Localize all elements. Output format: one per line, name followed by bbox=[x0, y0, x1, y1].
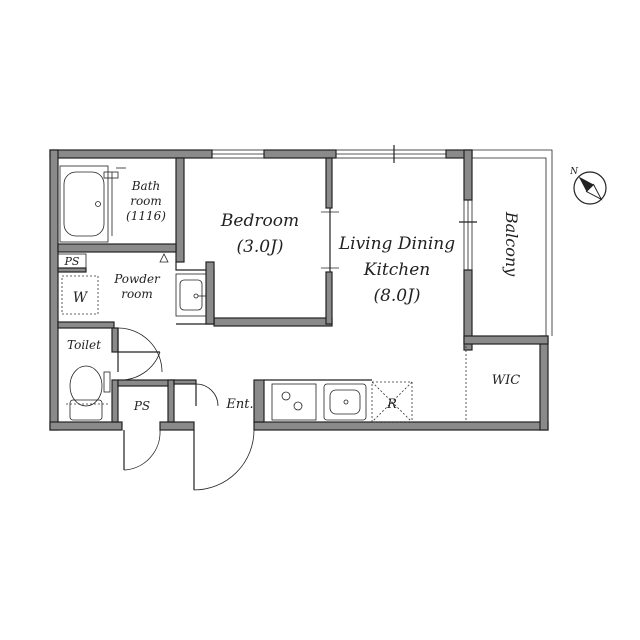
powder-label-line2: room bbox=[121, 287, 153, 301]
doors bbox=[117, 208, 467, 491]
balcony-label: Balcony bbox=[502, 211, 521, 277]
bath-label-line1: Bath bbox=[131, 179, 161, 193]
windows bbox=[211, 145, 477, 271]
fridge-label: R bbox=[386, 397, 397, 412]
ldk-label-line2: Kitchen bbox=[363, 260, 430, 280]
toilet-label: Toilet bbox=[67, 338, 101, 352]
compass-north-label: N bbox=[569, 167, 579, 177]
powder-fixtures bbox=[57, 253, 207, 317]
north-arrow-icon: N bbox=[569, 167, 607, 205]
entrance-label: Ent. bbox=[225, 397, 253, 412]
toilet-fixtures bbox=[66, 365, 111, 421]
wic-label: WIC bbox=[492, 373, 520, 388]
ps-bottom-label: PS bbox=[133, 399, 150, 413]
bath-label-line3: (1116) bbox=[126, 209, 166, 223]
room-labels: Bath room (1116) Bedroom (3.0J) Living D… bbox=[64, 179, 521, 413]
washer-label: W bbox=[73, 290, 89, 306]
powder-label-line1: Powder bbox=[113, 272, 161, 286]
bedroom-size: (3.0J) bbox=[236, 237, 283, 257]
bath-fixtures bbox=[59, 165, 126, 243]
interior-walls bbox=[57, 157, 333, 423]
bedroom-label: Bedroom bbox=[220, 211, 299, 231]
ldk-size: (8.0J) bbox=[373, 286, 420, 306]
balcony bbox=[472, 149, 553, 336]
ps-top-label: PS bbox=[64, 255, 80, 268]
kitchen-fixtures bbox=[264, 379, 413, 423]
ldk-label-line1: Living Dining bbox=[338, 234, 455, 254]
bath-label-line2: room bbox=[130, 194, 162, 208]
outer-walls bbox=[49, 149, 549, 431]
